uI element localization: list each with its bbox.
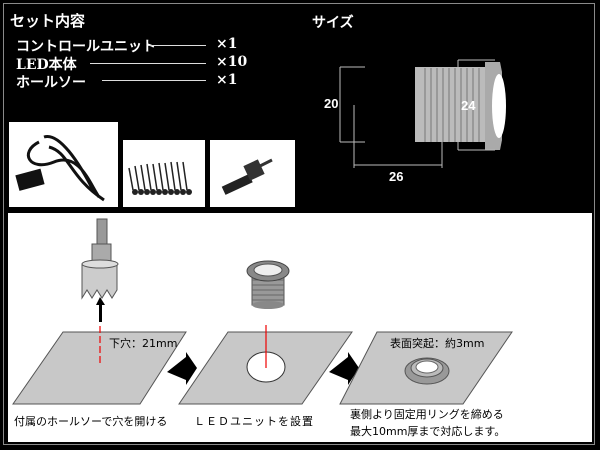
panel-board-1 — [12, 331, 187, 405]
hole-saw-icon — [96, 218, 108, 246]
set-contents-title: セット内容 — [10, 12, 86, 30]
outer-border — [3, 3, 595, 445]
size-title: サイズ — [312, 15, 354, 31]
step3-caption-line2: 最大10mm厚まで対応します。 — [350, 425, 506, 438]
item-name: ホールソー — [16, 75, 86, 91]
dimension-20: 20 — [324, 96, 339, 111]
arrow-right-icon — [329, 352, 359, 385]
pilot-hole-label: 下穴：21mm — [109, 337, 178, 350]
dimension-26: 26 — [389, 169, 404, 184]
step1-caption: 付属のホールソーで穴を開ける — [14, 415, 168, 428]
protrusion-label: 表面突起：約3mm — [390, 337, 485, 350]
step2-caption: ＬＥＤユニットを設置 — [194, 415, 314, 428]
item-name: LED本体 — [16, 57, 77, 73]
item-qty: ×10 — [216, 54, 248, 70]
item-qty: ×1 — [216, 72, 238, 88]
item-qty: ×1 — [216, 36, 238, 52]
step3-caption-line1: 裏側より固定用リングを締める — [350, 408, 504, 421]
arrow-right-icon — [167, 352, 197, 385]
hole-saw-photo — [210, 140, 295, 207]
led-units-photo — [123, 140, 205, 207]
control-unit-photo — [9, 122, 118, 207]
item-name: コントロールユニット — [16, 39, 156, 55]
dimension-24: 24 — [461, 98, 476, 113]
